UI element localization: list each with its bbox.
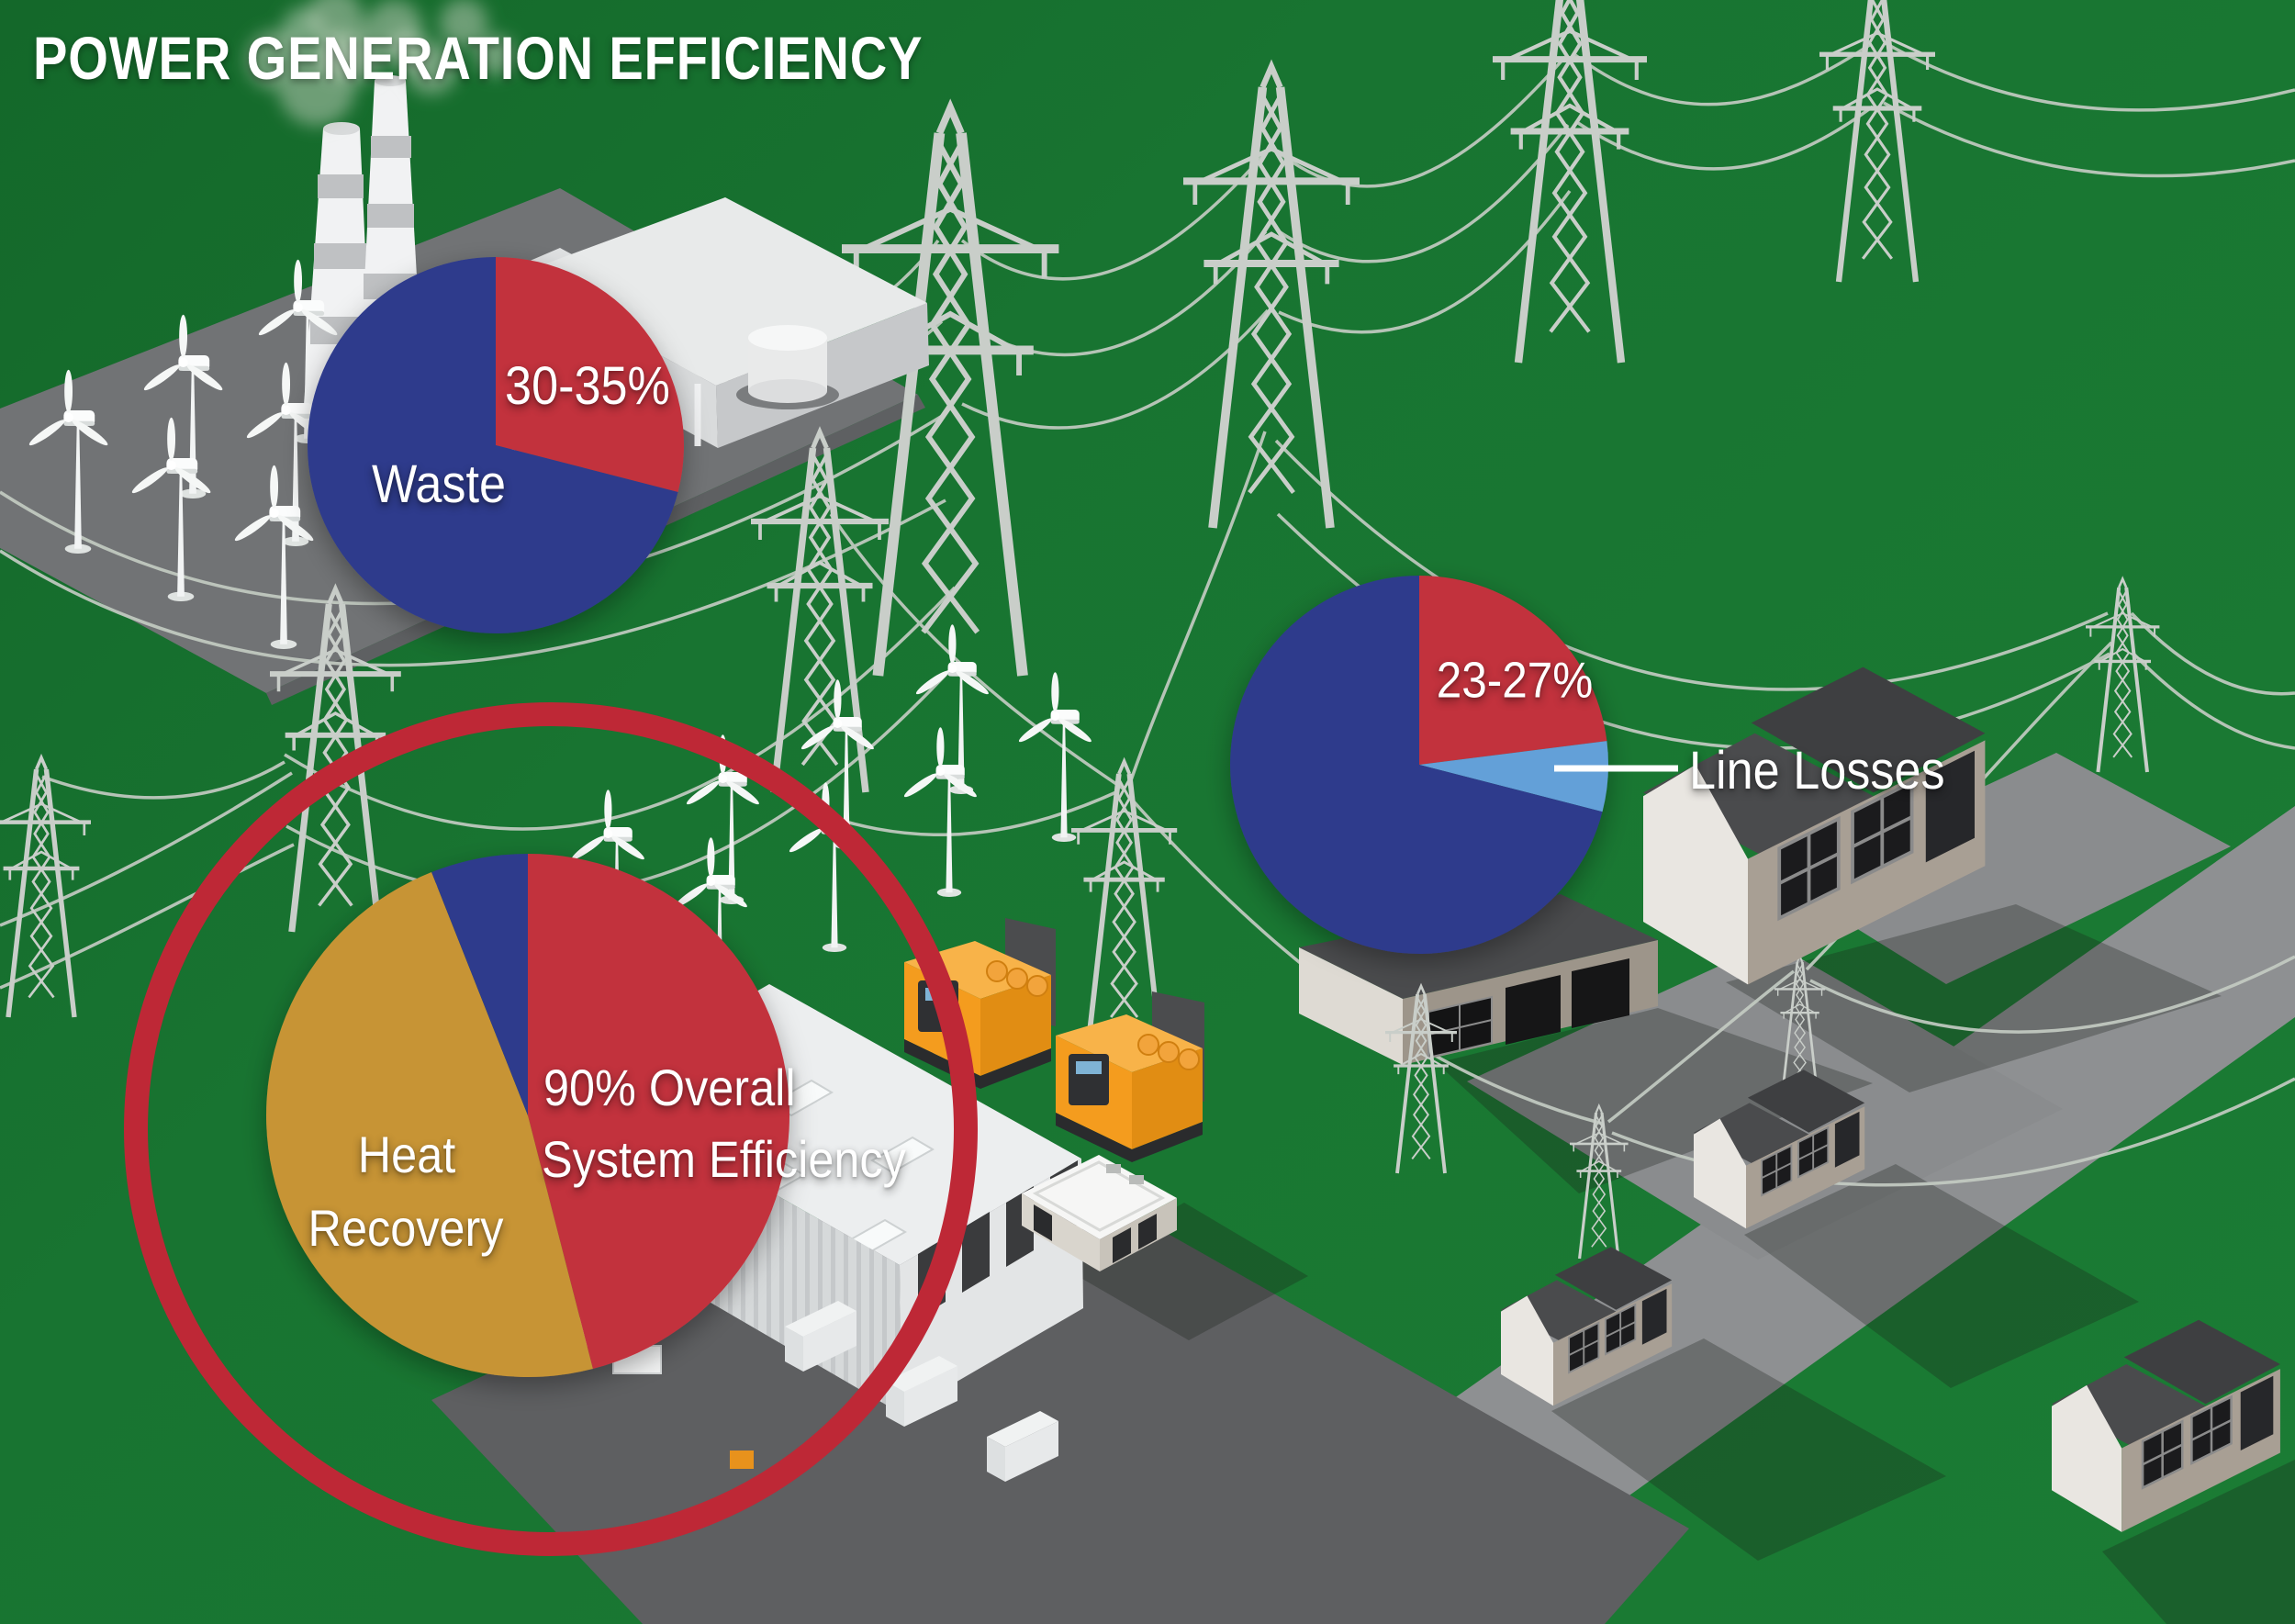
pie-slice-waste	[1229, 576, 1603, 954]
page-title: POWER GENERATION EFFICIENCY	[33, 24, 924, 92]
pie-slice-line-losses	[1419, 741, 1608, 812]
pie1-efficiency-value-label: 30-35%	[505, 356, 670, 416]
pie-slice-generation-efficiency	[496, 257, 685, 492]
pie3-overall-efficiency-label-line1: 90% Overall	[543, 1058, 796, 1116]
pie3-heat-recovery-label-line2: Recovery	[308, 1199, 504, 1257]
utility-building	[1022, 1155, 1177, 1271]
transmission-tower-icon	[2086, 579, 2159, 772]
transmission-tower-icon	[1183, 67, 1360, 528]
transmission-tower-icon	[1819, 0, 1935, 282]
pie3-overall-efficiency-label-line2: System Efficiency	[542, 1130, 906, 1188]
pie-slice-heat-recovery	[266, 872, 593, 1377]
wind-turbine-icon	[901, 727, 980, 897]
generator-set-icon	[1056, 991, 1204, 1162]
pie-chart-chp-system	[266, 854, 789, 1377]
pie-chart-plant-efficiency	[308, 256, 685, 633]
pie-slice-delivered-efficiency	[1419, 575, 1607, 765]
pie-slice-overall-system-efficiency	[528, 854, 789, 1370]
pie2-efficiency-value-label: 23-27%	[1436, 651, 1594, 709]
pie-chart-grid-delivery	[1229, 575, 1608, 954]
pie-slice-waste	[431, 854, 528, 1115]
forklift-icon	[730, 1450, 754, 1469]
transmission-tower-icon	[0, 757, 91, 1017]
smoke-puffs	[246, 0, 516, 126]
truck-icon	[785, 1301, 1058, 1482]
pie3-heat-recovery-label-line1: Heat	[357, 1126, 456, 1183]
transmission-tower-icon	[1493, 0, 1647, 363]
storage-tank-icon	[736, 325, 839, 409]
pie2-line-losses-label: Line Losses	[1689, 741, 1945, 801]
pie1-waste-label: Waste	[372, 454, 506, 514]
pie-slice-waste	[308, 256, 678, 633]
commercial-building	[1299, 894, 1658, 1175]
highlight-ring	[124, 702, 978, 1556]
